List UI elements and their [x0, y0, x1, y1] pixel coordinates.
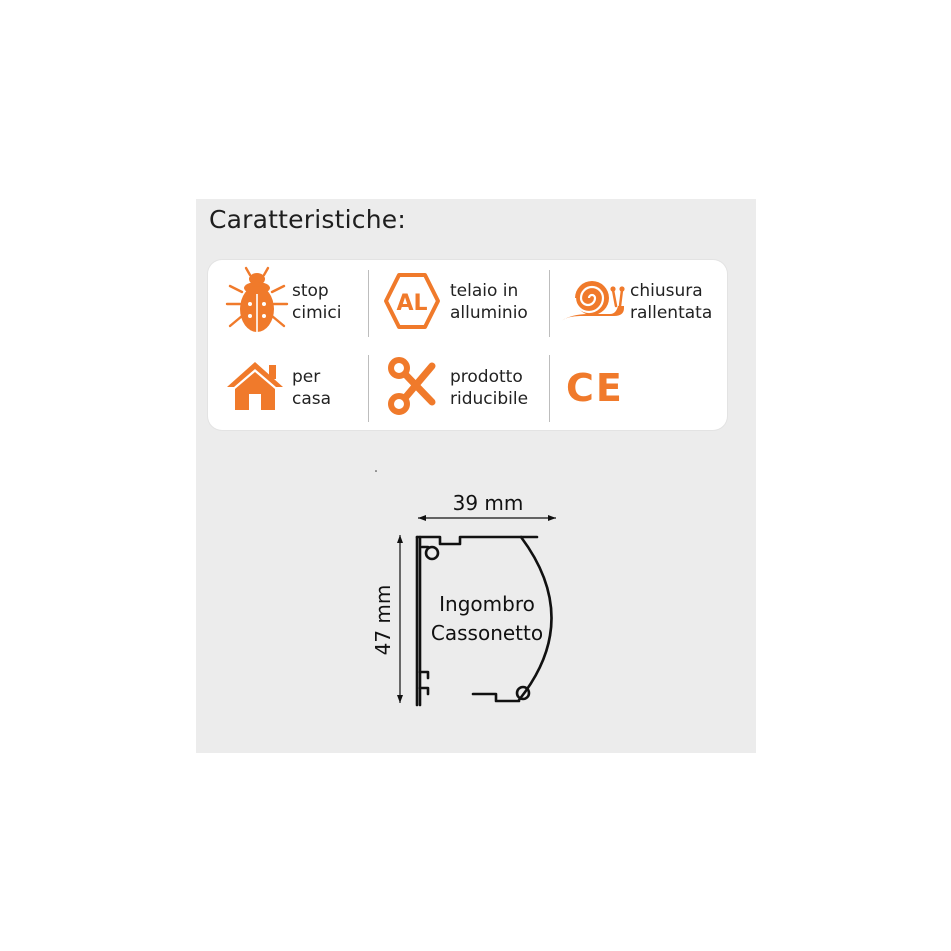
separator [368, 355, 369, 422]
feature-ce: CE [564, 352, 734, 432]
feature-per-casa: per casa [222, 352, 392, 432]
aluminium-al-icon: AL [382, 266, 452, 336]
features-card: stop cimici AL telaio in alluminio [208, 260, 727, 430]
house-icon [222, 352, 292, 422]
separator [549, 355, 550, 422]
feature-prodotto-riducibile: prodotto riducibile [382, 352, 552, 432]
svg-text:AL: AL [396, 291, 427, 316]
feature-label: telaio in alluminio [450, 281, 528, 323]
features-panel: Caratteristiche: [196, 199, 756, 753]
feature-label: stop cimici [292, 281, 342, 323]
separator [549, 270, 550, 337]
scissors-icon [382, 352, 452, 422]
snail-icon [558, 266, 628, 336]
ce-mark-icon: CE [564, 352, 634, 422]
svg-text:CE: CE [566, 366, 624, 410]
feature-label: chiusura rallentata [630, 281, 713, 323]
feature-label: prodotto riducibile [450, 367, 529, 409]
feature-stop-cimici: stop cimici [222, 266, 392, 346]
separator [368, 270, 369, 337]
feature-label: per casa [292, 367, 332, 409]
feature-chiusura-rallentata: chiusura rallentata [558, 266, 728, 346]
bug-icon [222, 266, 292, 336]
panel-title: Caratteristiche: [209, 205, 406, 234]
feature-telaio-alluminio: AL telaio in alluminio [382, 266, 552, 346]
